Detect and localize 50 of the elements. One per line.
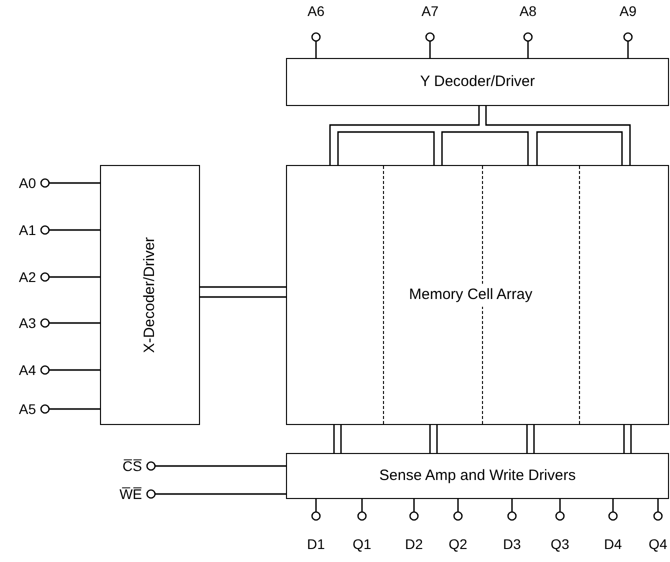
connector-line xyxy=(361,499,363,512)
pin-label: A5 xyxy=(18,402,36,416)
pin-label: A8 xyxy=(519,4,537,18)
pin-label: D1 xyxy=(307,537,325,551)
connector-line xyxy=(429,41,431,58)
pin-label: D4 xyxy=(604,537,622,551)
block-box: Y Decoder/Driver xyxy=(286,58,669,106)
connector-line xyxy=(155,493,286,495)
pin-label: A9 xyxy=(619,4,637,18)
pin-label: A6 xyxy=(307,4,325,18)
pin-label: Q2 xyxy=(448,537,468,551)
connector-line xyxy=(413,499,415,512)
connector-line xyxy=(511,499,513,512)
pin-label: A3 xyxy=(18,316,36,330)
connector-line xyxy=(49,369,100,371)
pin-label: C̅S̅ xyxy=(122,459,142,473)
pin-label: A2 xyxy=(18,270,36,284)
block-box: Sense Amp and Write Drivers xyxy=(286,453,669,499)
pin-label: Q1 xyxy=(352,537,372,551)
connector-line xyxy=(49,408,100,410)
connector-line xyxy=(49,229,100,231)
connector-line xyxy=(526,424,535,454)
pin-label: Q3 xyxy=(550,537,570,551)
pin-label: A4 xyxy=(18,363,36,377)
connector-line xyxy=(199,286,287,298)
connector-line xyxy=(623,424,632,454)
connector-line xyxy=(315,499,317,512)
connector-line xyxy=(429,424,438,454)
connector-line xyxy=(627,41,629,58)
connector-line xyxy=(559,499,561,512)
memory-array-box xyxy=(286,165,669,425)
block-box: X-Decoder/Driver xyxy=(100,165,200,425)
connector-line xyxy=(49,182,100,184)
connector-line xyxy=(49,322,100,324)
connector-line xyxy=(155,465,286,467)
pin-label: A7 xyxy=(421,4,439,18)
connector-line xyxy=(527,41,529,58)
pin-label: A0 xyxy=(18,176,36,190)
connector-line xyxy=(457,499,459,512)
pin-label: D2 xyxy=(405,537,423,551)
pin-label: W̅E̅ xyxy=(119,487,142,501)
pin-label: Q4 xyxy=(648,537,668,551)
pin-label: D3 xyxy=(503,537,521,551)
connector-line xyxy=(657,499,659,512)
connector-line xyxy=(315,41,317,58)
connector-line xyxy=(49,276,100,278)
connector-line xyxy=(329,105,631,166)
connector-line xyxy=(612,499,614,512)
connector-line xyxy=(333,424,342,454)
pin-label: A1 xyxy=(18,223,36,237)
